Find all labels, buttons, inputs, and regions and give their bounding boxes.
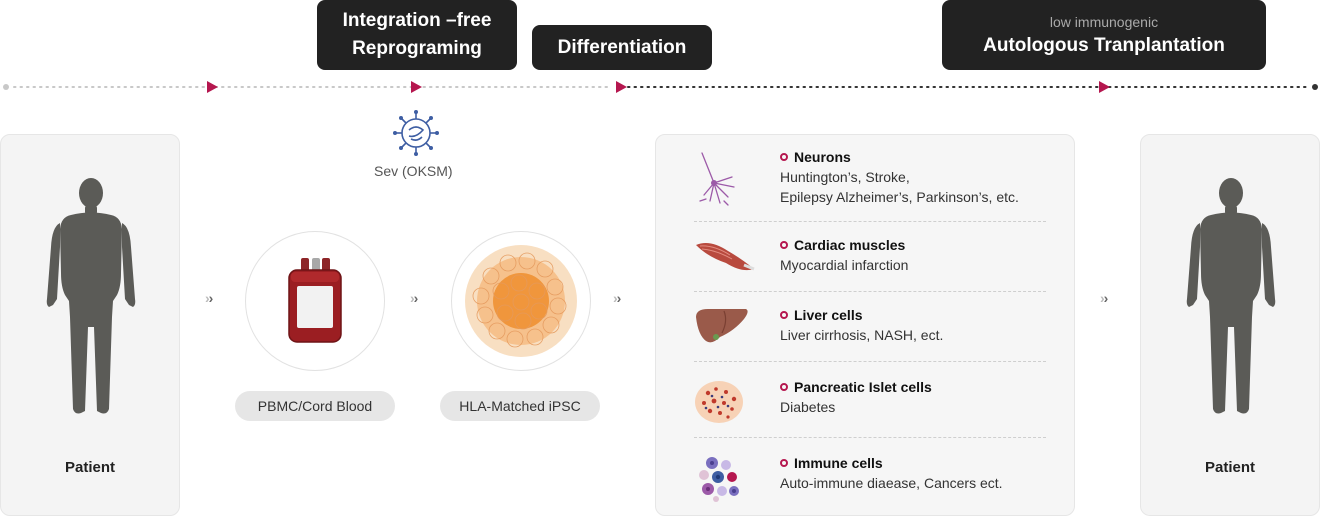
cell-colony-icon [465, 245, 577, 357]
liver-icon [696, 309, 748, 343]
human-silhouette-icon [46, 178, 136, 414]
cell-title-immune-text: Immune cells [794, 455, 883, 471]
chevron-icon-2: ›› [410, 290, 418, 306]
cell-item-liver: Liver cells Liver cirrhosis, NASH, ect. [694, 307, 1046, 353]
cell-desc-immune-1: Auto-immune diaease, Cancers ect. [780, 475, 1003, 491]
islet-cells-icon [695, 381, 743, 423]
step-reprogramming: Integration –free Reprograming [317, 0, 517, 70]
patient-card-left: Patient [0, 134, 180, 516]
muscle-icon [696, 243, 755, 271]
cell-title-neurons: Neurons [780, 149, 1019, 165]
cell-title-cardiac: Cardiac muscles [780, 237, 908, 253]
vector-label: Sev (OKSM) [374, 163, 453, 179]
cell-desc-pancreatic-1: Diabetes [780, 399, 836, 415]
neuron-icon [699, 152, 735, 206]
cell-title-pancreatic-text: Pancreatic Islet cells [794, 379, 932, 395]
timeline-arrow-2 [411, 81, 422, 93]
cell-separator [694, 291, 1046, 292]
chevron-icon-1: ›› [205, 290, 213, 306]
cell-desc-neurons-1: Huntington’s, Stroke, [780, 169, 910, 185]
bullet-icon [780, 311, 788, 319]
cell-separator [694, 221, 1046, 222]
source-circle [245, 231, 385, 371]
cell-desc-cardiac-1: Myocardial infarction [780, 257, 909, 273]
human-silhouette-icon [1186, 178, 1276, 414]
patient-card-right: Patient [1140, 134, 1320, 516]
bullet-icon [780, 153, 788, 161]
cell-title-liver: Liver cells [780, 307, 943, 323]
cell-title-pancreatic: Pancreatic Islet cells [780, 379, 932, 395]
cell-item-cardiac: Cardiac muscles Myocardial infarction [694, 237, 1046, 283]
cell-desc-liver-1: Liver cirrhosis, NASH, ect. [780, 327, 944, 343]
step-transplantation: low immunogenic Autologous Tranplantatio… [942, 0, 1266, 70]
cell-item-pancreatic: Pancreatic Islet cells Diabetes [694, 379, 1046, 429]
step-transplantation-sub: low immunogenic [1049, 13, 1159, 30]
cell-title-cardiac-text: Cardiac muscles [794, 237, 906, 253]
bullet-icon [780, 241, 788, 249]
differentiated-cells-panel: Neurons Huntington’s, Stroke, Epilepsy A… [655, 134, 1075, 516]
blood-bag-icon [288, 258, 342, 343]
cell-separator [694, 361, 1046, 362]
cell-desc-neurons-2: Epilepsy Alzheimer’s, Parkinson’s, etc. [780, 189, 1019, 205]
step-differentiation: Differentiation [532, 25, 712, 70]
timeline-arrow-3 [616, 81, 627, 93]
cell-separator [694, 437, 1046, 438]
step-reprogramming-line2: Reprograming [352, 38, 482, 59]
bullet-icon [780, 383, 788, 391]
ipsc-tag: HLA-Matched iPSC [440, 391, 600, 421]
chevron-icon-3: ›› [613, 290, 621, 306]
cell-title-liver-text: Liver cells [794, 307, 863, 323]
step-differentiation-label: Differentiation [557, 36, 687, 58]
patient-left-label: Patient [64, 459, 115, 476]
timeline-arrow-4 [1099, 81, 1110, 93]
cell-item-neurons: Neurons Huntington’s, Stroke, Epilepsy A… [694, 149, 1046, 213]
step-transplantation-label: Autologous Tranplantation [983, 34, 1225, 56]
bullet-icon [780, 459, 788, 467]
virus-icon [393, 110, 439, 156]
patient-right-label: Patient [1204, 459, 1255, 476]
step-reprogramming-line1: Integration –free [342, 10, 492, 31]
source-tag: PBMC/Cord Blood [235, 391, 395, 421]
ipsc-circle [451, 231, 591, 371]
cell-item-immune: Immune cells Auto-immune diaease, Cancer… [694, 455, 1046, 505]
timeline-arrow-1 [207, 81, 218, 93]
cell-title-neurons-text: Neurons [794, 149, 851, 165]
timeline [3, 81, 1318, 93]
immune-cells-icon [699, 457, 739, 502]
chevron-icon-4: ›› [1100, 290, 1108, 306]
cell-title-immune: Immune cells [780, 455, 1003, 471]
